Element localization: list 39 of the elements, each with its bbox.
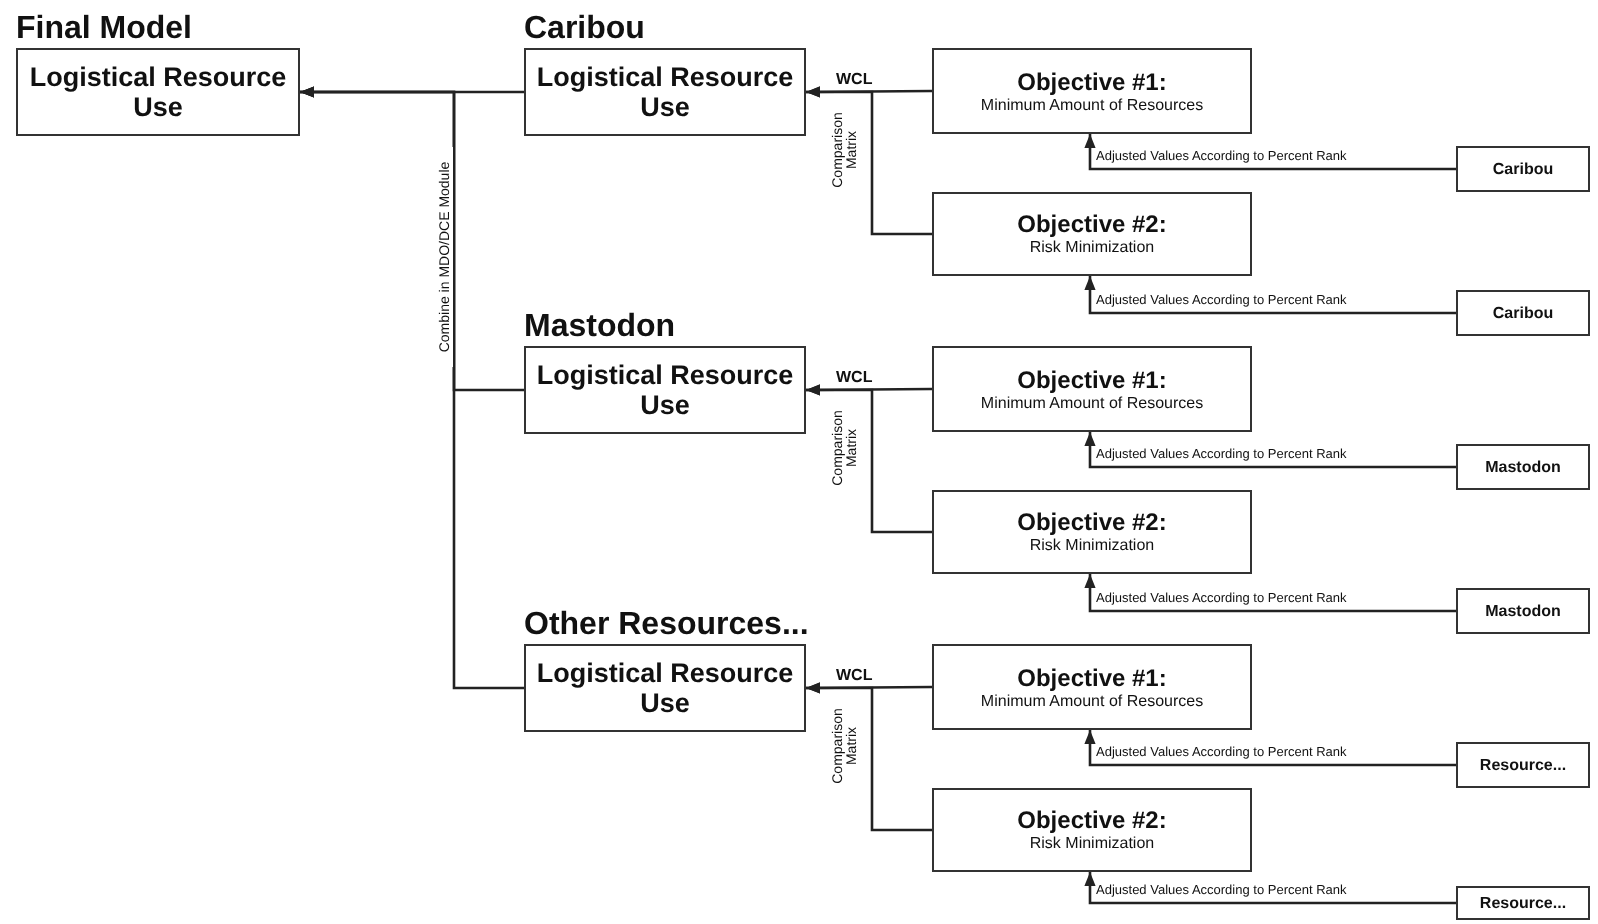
group-heading: Other Resources... bbox=[524, 608, 809, 644]
objective-title: Objective #1: bbox=[1017, 665, 1167, 691]
connector-arrow bbox=[806, 682, 932, 832]
objective-title: Objective #1: bbox=[1017, 69, 1167, 95]
connector-arrow bbox=[1084, 432, 1456, 469]
group-heading: Mastodon bbox=[524, 310, 676, 346]
objective-description: Risk Minimization bbox=[1029, 238, 1155, 256]
source-label: Caribou bbox=[1492, 160, 1554, 178]
connector-arrow bbox=[806, 86, 932, 236]
connector-arrow bbox=[1084, 134, 1456, 171]
source-label: Resource... bbox=[1479, 894, 1567, 912]
objective-title: Objective #2: bbox=[1017, 808, 1167, 834]
connector-arrow bbox=[1084, 276, 1456, 315]
source-label: Mastodon bbox=[1485, 458, 1561, 476]
edge-label: WCL bbox=[836, 667, 873, 683]
objective-description: Risk Minimization bbox=[1029, 834, 1155, 852]
edge-label: WCL bbox=[836, 71, 873, 87]
group-heading: Final Model bbox=[16, 12, 192, 48]
source-label: Mastodon bbox=[1485, 602, 1561, 620]
objective-title: Objective #2: bbox=[1017, 212, 1167, 238]
objective-title: Objective #1: bbox=[1017, 367, 1167, 393]
connector-arrow bbox=[300, 86, 524, 690]
source-label: Caribou bbox=[1492, 304, 1554, 322]
box-label: Logistical Resource Use bbox=[534, 360, 796, 420]
objective-description: Minimum Amount of Resources bbox=[980, 691, 1204, 709]
box-label: Logistical Resource Use bbox=[534, 62, 796, 122]
box-label: Logistical Resource Use bbox=[534, 658, 796, 718]
group-heading: Caribou bbox=[524, 12, 645, 48]
connector-arrow bbox=[1084, 574, 1456, 613]
box-label: Logistical Resource Use bbox=[27, 62, 289, 122]
edge-label: WCL bbox=[836, 369, 873, 385]
connector-arrow bbox=[1084, 872, 1456, 905]
connector-arrow bbox=[806, 384, 932, 534]
objective-description: Risk Minimization bbox=[1029, 536, 1155, 554]
source-label: Resource... bbox=[1479, 756, 1567, 774]
connector-arrow bbox=[1084, 730, 1456, 767]
objective-title: Objective #2: bbox=[1017, 510, 1167, 536]
objective-description: Minimum Amount of Resources bbox=[980, 95, 1204, 113]
objective-description: Minimum Amount of Resources bbox=[980, 393, 1204, 411]
